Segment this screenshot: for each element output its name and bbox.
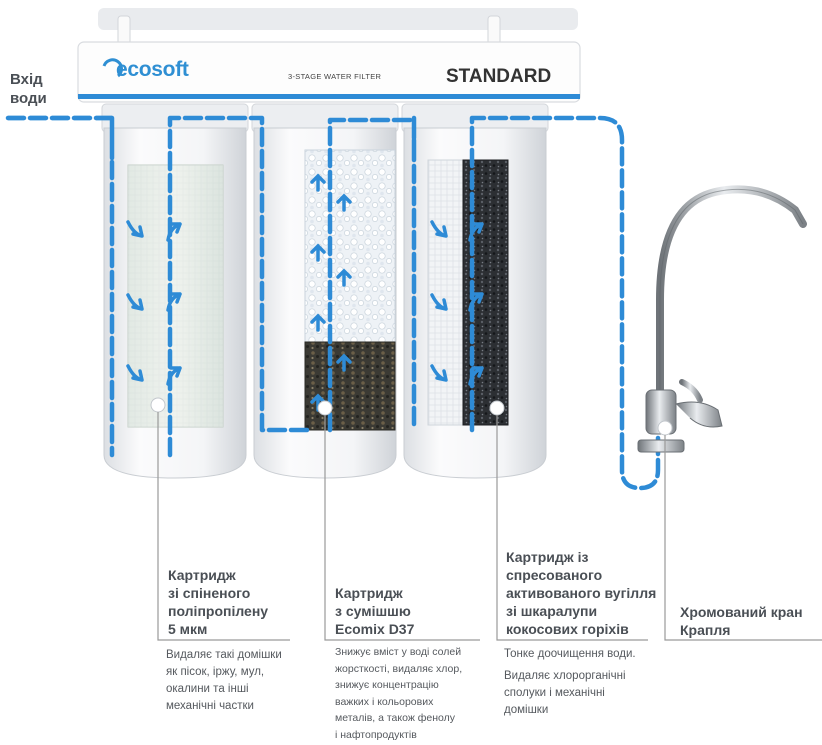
- stage-1-description: Видаляє такі домішки як пісок, іржу, мул…: [166, 649, 282, 712]
- stage-2-title: Картридж з сумішшю Ecomix D37: [335, 585, 415, 637]
- stage-1-title: Картридж зі спіненого поліпропілену 5 мк…: [168, 567, 269, 637]
- chrome-faucet: [637, 185, 807, 453]
- stage-3-description-1: Тонке доочищення води.: [504, 648, 636, 660]
- model-name: STANDARD: [446, 66, 552, 87]
- header-plate: [77, 41, 581, 103]
- cartridge-carbon-block: [427, 159, 509, 426]
- stage-3-description-2: Видаляє хлорорганічні сполуки і механічн…: [504, 670, 626, 716]
- inlet-label: Вхід води: [10, 71, 47, 107]
- brand-name: ecosoft: [116, 58, 189, 81]
- flow-arrows: [126, 173, 484, 412]
- leader-lines: [157, 412, 822, 641]
- stage-2-description: Знижує вміст у воді солей жорсткості, ви…: [335, 646, 463, 741]
- brand-logo-mark: [102, 58, 123, 78]
- stage-3-title: Картридж із спресованого активованого ву…: [506, 549, 657, 637]
- cartridge-ecomix: [304, 149, 396, 431]
- faucet-title: Хромований кран Крапля: [680, 604, 803, 638]
- brand-subtitle: 3-STAGE WATER FILTER: [288, 72, 382, 81]
- header-stripe: [78, 94, 580, 99]
- bracket-top: [98, 8, 578, 30]
